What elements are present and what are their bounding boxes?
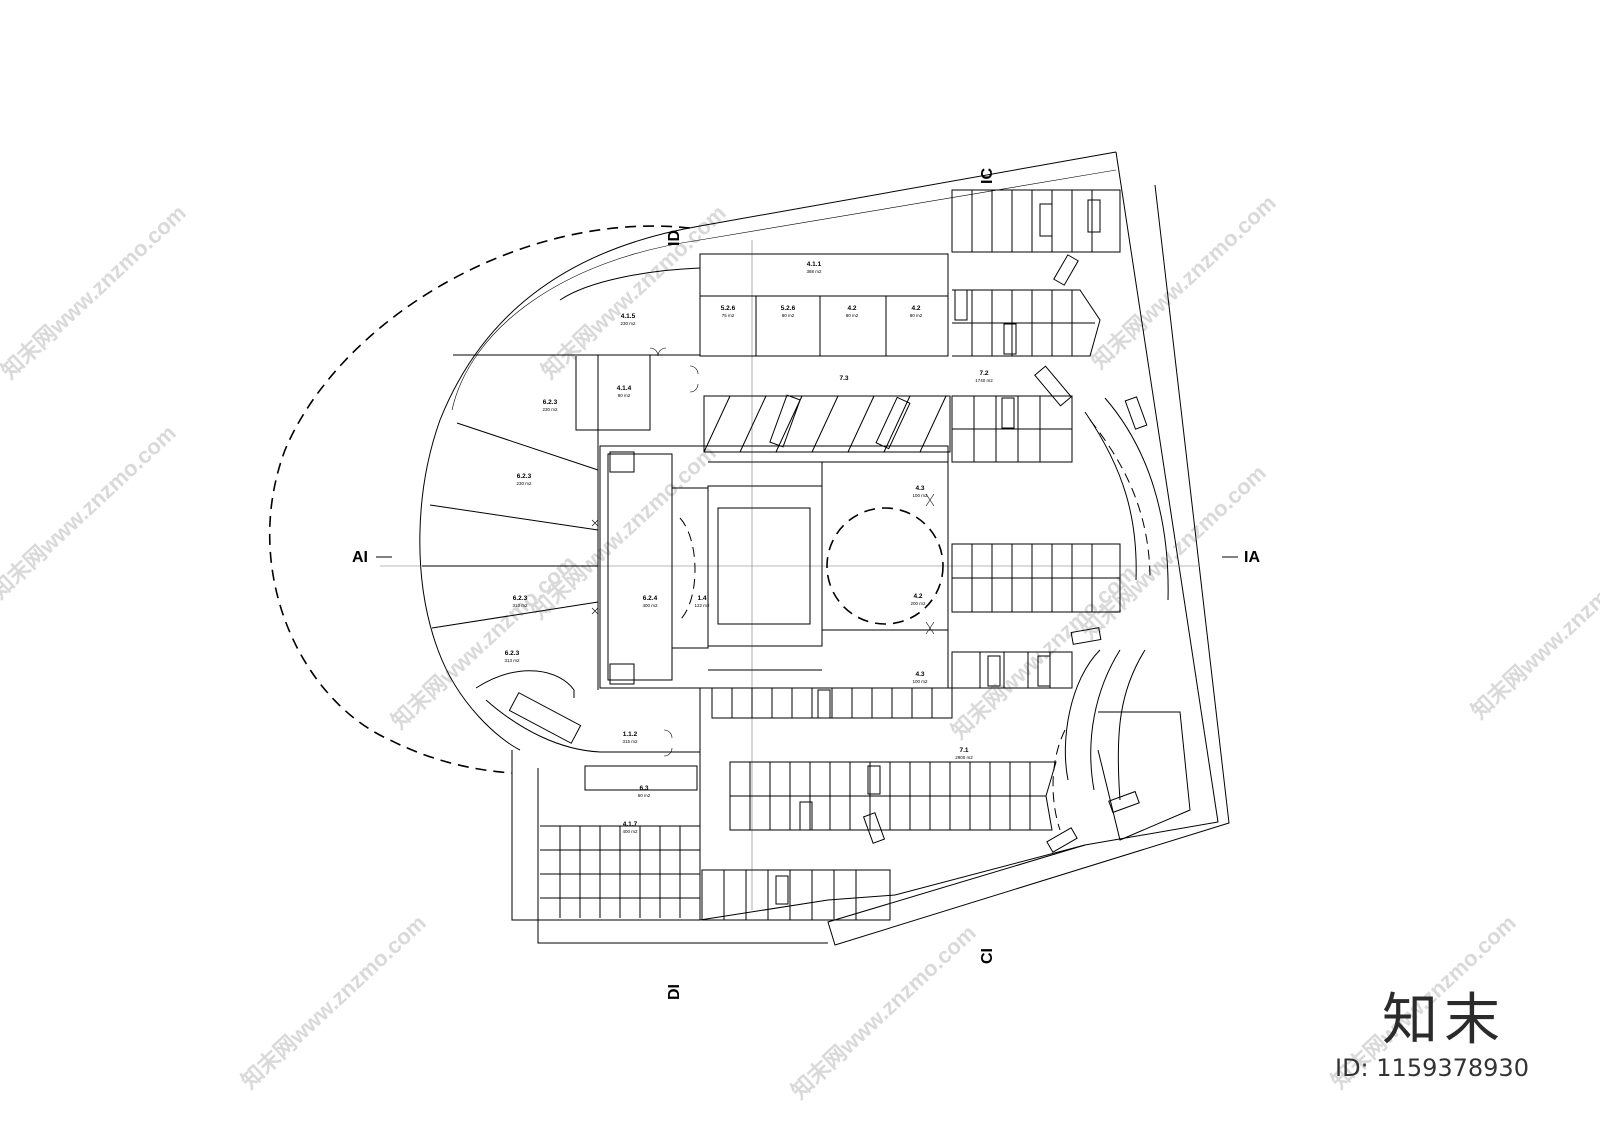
watermark-text: 知末网www.znzmo.com [0,200,191,384]
room-code: 5.2.6 [781,305,796,312]
atrium-core [599,445,949,689]
watermark-text: 知末网www.znzmo.com [786,920,980,1104]
watermark-text: 知末网www.znzmo.com [0,420,181,604]
room-area: 313 m2 [504,658,520,663]
room-code: 4.1.7 [623,821,638,828]
room-code: 4.3 [915,485,924,492]
room-code: 7.2 [979,370,988,377]
image-id-label: ID: 1159378930 [1335,1054,1529,1082]
outer-contour [419,151,1230,946]
room-area: 313 m2 [512,603,528,608]
door-symbols [591,347,935,757]
room-label: 6.360 m2 [638,785,651,798]
room-code: 6.2.4 [643,595,658,602]
room-code: 6.2.3 [505,650,520,657]
room-area: 80 m2 [910,313,923,318]
room-area: 80 m2 [846,313,859,318]
parking-7-2 [951,189,1169,689]
room-code: 1.1.2 [623,731,638,738]
room-code: 4.2 [913,593,922,600]
room-area: 230 m2 [542,407,558,412]
room-area: 230 m2 [516,481,532,486]
section-markers: AI IA IC ID CI DI [352,168,1260,1000]
external-boundary-dashed [268,225,691,774]
parking-7-1 [699,649,1191,921]
room-area: 400 m2 [622,829,638,834]
northern-rooms [699,253,949,357]
parking-4-1-7 [485,692,700,918]
brand-logo: 知末 [1382,988,1506,1053]
room-area: 100 m2 [912,679,928,684]
room-area: 90 m2 [618,393,631,398]
diagonal-parking [703,394,951,453]
section-label-ai: AI [352,549,368,566]
room-label: 4.1.490 m2 [617,385,632,398]
room-area: 2900 m2 [955,755,973,760]
room-label: 5.2.680 m2 [781,305,796,318]
room-code: 4.2 [847,305,856,312]
room-code: 5.2.6 [721,305,736,312]
room-area: 80 m2 [782,313,795,318]
watermark-text: 知末网www.znzmo.com [1086,190,1280,374]
room-code: 4.1.1 [807,261,822,268]
section-label-ic: IC [979,168,996,184]
watermark-text: 知末网www.znzmo.com [386,550,580,734]
section-label-id: ID [666,230,683,246]
section-label-ia: IA [1244,549,1260,566]
room-area: 100 m2 [912,493,928,498]
room-code: 6.3 [639,785,648,792]
room-code: 1.4 [697,595,706,602]
room-code: 6.2.3 [513,595,528,602]
room-area: 200 m2 [910,601,926,606]
room-label: 7.3 [839,375,848,382]
section-label-ci: CI [979,948,996,964]
watermark-text: 知末网www.znzmo.com [1076,460,1270,644]
room-area: 230 m2 [620,321,636,326]
room-area: 1740 m2 [975,378,993,383]
room-code: 4.1.5 [621,313,636,320]
room-area: 400 m2 [642,603,658,608]
section-label-di: DI [666,984,683,1000]
room-code: 6.2.3 [517,473,532,480]
room-area: 75 m2 [722,313,735,318]
room-code: 4.2 [911,305,920,312]
room-label: 4.280 m2 [910,305,923,318]
room-code: 7.1 [959,747,968,754]
room-area: 388 m2 [806,269,822,274]
room-code: 6.2.3 [543,399,558,406]
room-label: 5.2.675 m2 [721,305,736,318]
room-code: 4.3 [915,671,924,678]
watermark-text: 知末网www.znzmo.com [1466,540,1600,724]
car-symbols [775,199,1148,905]
room-area: 60 m2 [638,793,651,798]
watermark-layer: 知末网www.znzmo.com 知末网www.znzmo.com 知末网www… [0,190,1600,1104]
room-area: 315 m2 [622,739,638,744]
room-code: 4.1.4 [617,385,632,392]
room-code: 7.3 [839,375,848,382]
room-label: 4.280 m2 [846,305,859,318]
retail-zone-left [422,267,701,698]
room-area: 122 m2 [694,603,710,608]
watermark-text: 知末网www.znzmo.com [236,910,430,1094]
